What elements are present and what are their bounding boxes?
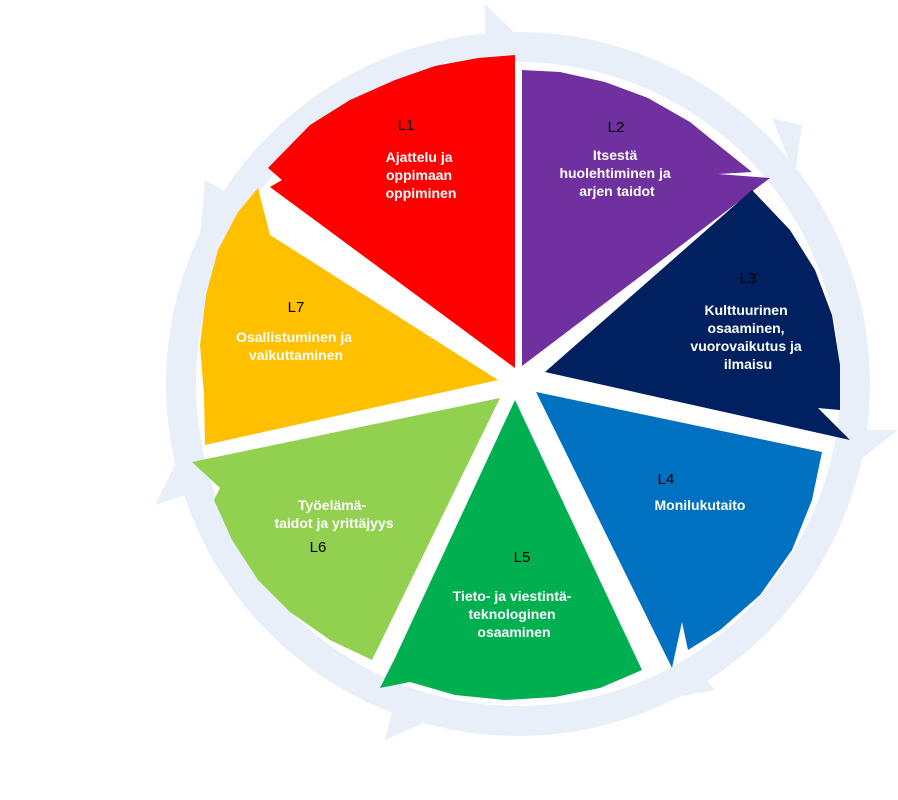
segment-title-line: Osallistuminen ja: [236, 329, 352, 345]
segment-shape: [192, 398, 500, 660]
segment-title-line: huolehtiminen ja: [559, 165, 670, 181]
segment-code: L6: [310, 539, 327, 556]
segment-code: L7: [288, 299, 305, 316]
segment-title: Itsestä huolehtiminen ja arjen taidot: [559, 147, 674, 199]
segment-title: Työelämä- taidot ja yrittäjyys: [274, 497, 393, 531]
segment-title-line: vuorovaikutus ja: [690, 338, 801, 354]
cycle-arrowhead: [852, 430, 898, 460]
segment-title: Osallistuminen ja vaikuttaminen: [236, 329, 356, 363]
segment-title-line: Tieto- ja viestintä-: [453, 588, 572, 604]
segment-shape: [536, 392, 822, 668]
segment-shape: [200, 188, 498, 445]
cycle-arrowhead: [200, 180, 240, 235]
segment-title-line: ilmaisu: [724, 356, 772, 372]
segment-l6: Työelämä- taidot ja yrittäjyys L6: [192, 398, 500, 660]
segment-title-line: osaaminen,: [708, 320, 785, 336]
segment-shape: [380, 400, 642, 700]
cycle-arrowhead: [385, 680, 430, 740]
segment-l4: L4 Monilukutaito: [536, 392, 822, 668]
segment-shape: [268, 55, 515, 368]
segment-title-line: Työelämä-: [298, 497, 367, 513]
segment-title-line: vaikuttaminen: [249, 347, 343, 363]
segment-title-line: oppiminen: [386, 185, 457, 201]
segment-title-line: Monilukutaito: [655, 497, 746, 513]
segment-code: L2: [608, 119, 625, 136]
segment-title: Monilukutaito: [655, 497, 746, 513]
segment-shape: [545, 190, 850, 440]
segment-l2: L2 Itsestä huolehtiminen ja arjen taidot: [522, 70, 770, 366]
segment-title: Tieto- ja viestintä- teknologinen osaami…: [453, 588, 576, 640]
segment-title-line: Ajattelu ja: [386, 149, 453, 165]
segment-l7: L7 Osallistuminen ja vaikuttaminen: [200, 188, 498, 445]
segment-code: L3: [740, 270, 757, 287]
segment-title-line: taidot ja yrittäjyys: [274, 515, 393, 531]
segment-code: L5: [514, 549, 531, 566]
segment-code: L1: [398, 117, 415, 134]
segment-shape: [522, 70, 770, 366]
segment-title-line: teknologinen: [468, 606, 555, 622]
segment-title-line: osaaminen: [477, 624, 550, 640]
segment-code: L4: [658, 471, 675, 488]
segment-title-line: arjen taidot: [579, 183, 655, 199]
segment-title-line: oppimaan: [386, 167, 452, 183]
cycle-arrowhead: [660, 660, 715, 700]
segment-title: Ajattelu ja oppimaan oppiminen: [386, 149, 457, 201]
segment-l3: L3 Kulttuurinen osaaminen, vuorovaikutus…: [545, 190, 850, 440]
cycle-arrowhead: [772, 118, 802, 175]
cycle-arrow-ring: [155, 4, 898, 740]
segment-title-line: Kulttuurinen: [704, 302, 787, 318]
cycle-arrowhead: [485, 4, 516, 64]
segment-l5: L5 Tieto- ja viestintä- teknologinen osa…: [380, 400, 642, 700]
segment-title-line: Itsestä: [593, 147, 638, 163]
cycle-arrowhead: [155, 465, 200, 505]
segment-title: Kulttuurinen osaaminen, vuorovaikutus ja…: [690, 302, 805, 372]
segment-l1: L1 Ajattelu ja oppimaan oppiminen: [268, 55, 515, 368]
